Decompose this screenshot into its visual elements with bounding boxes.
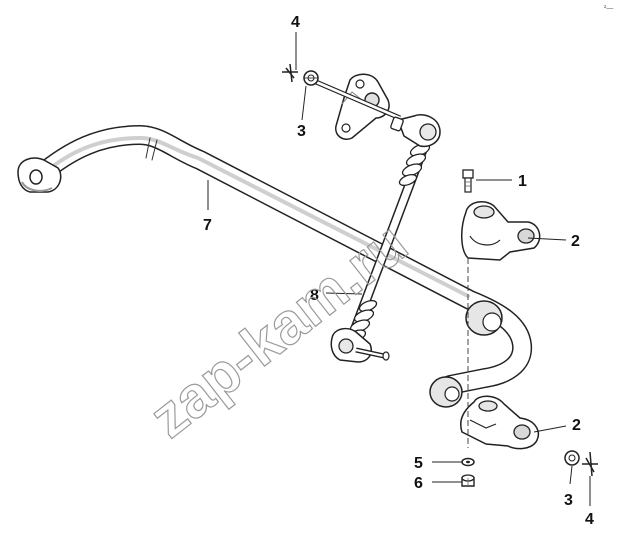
callout-4-upper: 4	[291, 14, 300, 31]
corner-mark: ²—	[604, 5, 613, 12]
nut	[461, 474, 475, 487]
cotter-pin-upper	[282, 63, 298, 83]
clamp-upper	[461, 200, 541, 261]
callout-3-upper: 3	[297, 123, 306, 140]
bar-end-lower	[429, 376, 463, 408]
washer	[461, 457, 475, 467]
callout-3-lower: 3	[564, 492, 573, 509]
link-rod-end-upper	[390, 114, 441, 148]
callouts: 4 3 1 2 7 8 2 5 6 3 4	[203, 14, 594, 528]
castle-nut-upper	[303, 70, 319, 86]
clamp-lower	[460, 395, 540, 450]
upper-bracket	[335, 73, 390, 140]
callout-8: 8	[310, 287, 319, 304]
callout-6: 6	[414, 475, 423, 492]
callout-2-lower: 2	[572, 417, 581, 434]
leader-lines	[207, 32, 591, 506]
callout-7: 7	[203, 217, 212, 234]
cotter-pin-lower	[582, 451, 598, 477]
callout-5: 5	[414, 455, 423, 472]
bar-end-eye	[17, 157, 62, 193]
callout-4-lower: 4	[585, 511, 594, 528]
bar-bushing-upper	[465, 300, 503, 336]
callout-1: 1	[518, 173, 527, 190]
watermark: zap-kam.ru	[138, 211, 419, 451]
link-rod-boot-upper	[398, 143, 431, 187]
stabilizer-bar	[30, 125, 533, 395]
link-rod-end-lower	[330, 327, 390, 363]
callout-2-upper: 2	[571, 233, 580, 250]
upper-bracket-pin	[315, 79, 401, 121]
bolt	[462, 169, 474, 193]
castle-nut-lower	[564, 450, 580, 466]
